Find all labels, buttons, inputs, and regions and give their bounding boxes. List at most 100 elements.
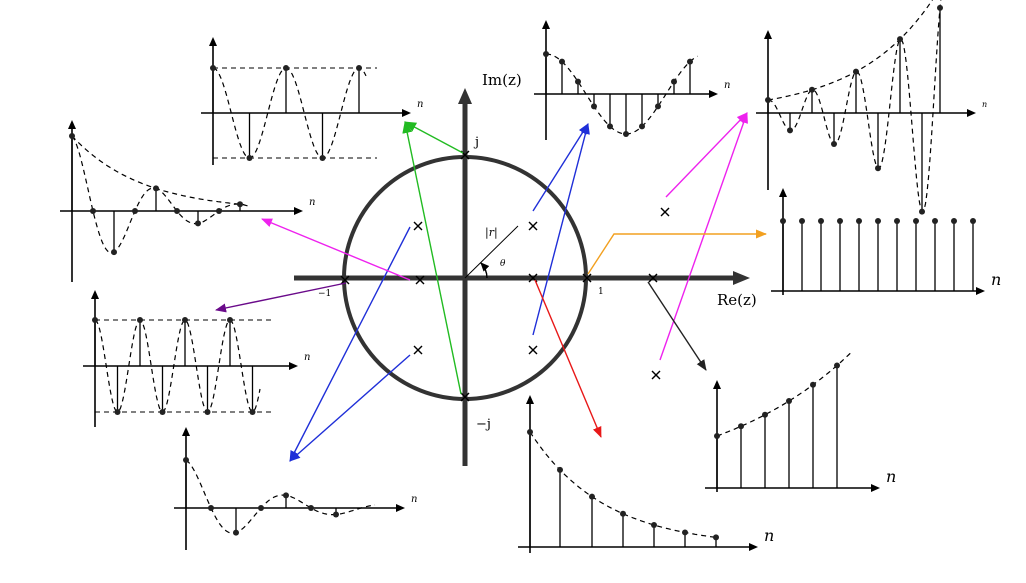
continuous-curve bbox=[94, 319, 261, 413]
amplitude-axis-arrowhead bbox=[182, 427, 190, 436]
sample-point bbox=[951, 218, 957, 224]
sample-point bbox=[932, 218, 938, 224]
pole-marker bbox=[460, 392, 470, 402]
sample-point bbox=[237, 201, 243, 208]
sample-point bbox=[333, 511, 339, 518]
radius-label: |r| bbox=[485, 226, 498, 240]
signal-plot-cosine-constant: n bbox=[201, 37, 423, 165]
unit-circle bbox=[342, 155, 588, 401]
sample-point bbox=[831, 140, 837, 147]
n-axis-arrowhead bbox=[709, 90, 718, 98]
continuous-curve bbox=[545, 53, 698, 135]
sample-point bbox=[919, 208, 925, 215]
sample-point bbox=[283, 65, 289, 71]
arrow-purple bbox=[215, 282, 347, 313]
sample-point bbox=[111, 249, 117, 256]
sample-point bbox=[799, 218, 805, 224]
signal-plot-growing-exponential: n bbox=[705, 351, 896, 492]
minus-one-label: −1 bbox=[318, 289, 331, 299]
sample-point bbox=[319, 155, 326, 161]
one-label: 1 bbox=[598, 287, 604, 297]
sample-point bbox=[159, 409, 166, 415]
sample-point bbox=[875, 218, 881, 224]
signal-plot-growing-cosine: n bbox=[756, 0, 987, 215]
signal-plot-unit-step: n bbox=[771, 188, 1001, 295]
sample-point bbox=[762, 411, 768, 418]
n-axis-arrowhead bbox=[294, 207, 303, 215]
amplitude-axis-arrowhead bbox=[209, 37, 217, 46]
pole-marker bbox=[340, 275, 350, 285]
arrow-blue-lower-left bbox=[289, 354, 411, 462]
signal-plot-decaying-cosine: n bbox=[60, 120, 315, 282]
sample-point bbox=[69, 133, 75, 139]
envelope bbox=[71, 135, 245, 206]
signal-plot-decaying-sinusoid: n bbox=[174, 427, 417, 550]
arrow-blue-upper-right bbox=[532, 123, 589, 212]
signal-plot-decaying-exponential: n bbox=[518, 395, 774, 553]
poles-group bbox=[340, 150, 670, 402]
pole-marker bbox=[528, 345, 538, 355]
n-axis-label: n bbox=[982, 100, 987, 109]
sample-point bbox=[575, 78, 581, 85]
sample-point bbox=[559, 58, 565, 65]
pole-marker bbox=[413, 345, 423, 355]
n-axis-arrowhead bbox=[976, 287, 985, 295]
amplitude-axis-arrowhead bbox=[779, 188, 787, 197]
amplitude-axis-arrowhead bbox=[526, 395, 534, 404]
n-axis-label: n bbox=[411, 494, 417, 505]
sample-point bbox=[527, 429, 533, 435]
envelope bbox=[767, 0, 934, 101]
real-axis-label: Re(z) bbox=[717, 291, 757, 309]
sample-point bbox=[204, 409, 211, 415]
sample-point bbox=[620, 510, 626, 517]
sample-point bbox=[834, 362, 840, 369]
sample-point bbox=[810, 381, 816, 388]
amplitude-axis-arrowhead bbox=[764, 30, 772, 39]
imag-axis-label: Im(z) bbox=[482, 71, 522, 89]
sample-point bbox=[90, 208, 96, 214]
sample-point bbox=[623, 131, 629, 137]
sample-point bbox=[92, 317, 98, 323]
arrow-dark bbox=[647, 281, 707, 371]
sample-point bbox=[114, 409, 121, 415]
n-axis-label: n bbox=[304, 352, 310, 363]
sample-point bbox=[216, 208, 222, 214]
sample-point bbox=[607, 123, 613, 130]
n-axis-label: n bbox=[724, 80, 730, 91]
n-axis-arrowhead bbox=[289, 362, 298, 370]
n-axis-arrowhead bbox=[871, 484, 880, 492]
sample-point bbox=[246, 155, 253, 161]
sample-point bbox=[655, 103, 661, 110]
mapping-arrows bbox=[215, 112, 767, 462]
sample-point bbox=[557, 466, 563, 473]
sample-point bbox=[714, 433, 720, 439]
sample-point bbox=[227, 317, 233, 323]
n-axis-label: n bbox=[991, 270, 1001, 289]
imag-axis-arrowhead bbox=[458, 88, 472, 104]
sample-point bbox=[543, 51, 549, 57]
pole-marker bbox=[582, 273, 592, 283]
sample-point bbox=[182, 317, 188, 323]
n-axis-arrowhead bbox=[402, 109, 411, 117]
pole-marker bbox=[528, 221, 538, 231]
arrow-orange bbox=[587, 229, 767, 275]
sample-point bbox=[713, 534, 719, 541]
pole-marker bbox=[648, 273, 658, 283]
sample-point bbox=[283, 492, 289, 499]
arrow-red bbox=[534, 279, 602, 438]
arrow-blue-lower-right bbox=[532, 123, 590, 336]
pole-marker bbox=[413, 221, 423, 231]
sample-point bbox=[809, 86, 815, 93]
sample-point bbox=[856, 218, 862, 224]
sample-point bbox=[787, 127, 793, 134]
sample-point bbox=[249, 409, 256, 415]
signal-plot-slow-oscillation: n bbox=[534, 20, 730, 140]
sample-point bbox=[671, 78, 677, 85]
n-axis-arrowhead bbox=[749, 543, 758, 551]
sample-point bbox=[913, 218, 919, 224]
j-label: j bbox=[473, 135, 479, 150]
sample-point bbox=[837, 218, 843, 224]
z-plane: Im(z) Re(z) j −j 1 −1 |r| θ bbox=[294, 71, 757, 466]
sample-point bbox=[183, 457, 189, 463]
